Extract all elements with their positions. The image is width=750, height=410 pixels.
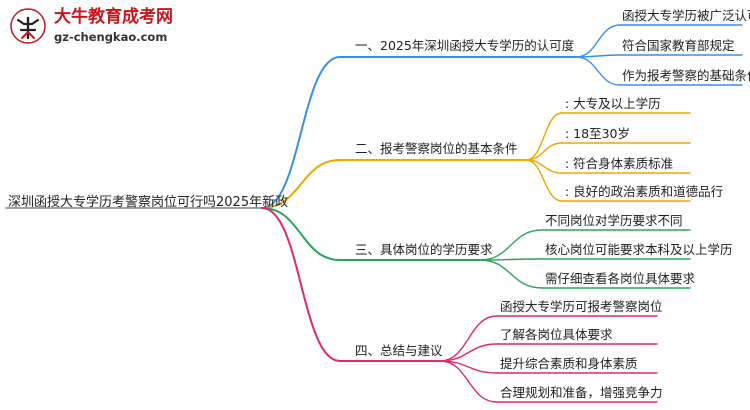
branch-2-item: : 18至30岁 (565, 126, 630, 141)
branch-2-connector (261, 159, 341, 209)
branch-2-child-connector (525, 112, 563, 161)
branch-3-label: 三、具体岗位的学历要求 (355, 242, 493, 257)
branch-4-item: 函授大专学历可报考警察岗位 (500, 299, 663, 314)
branch-3-item: 核心岗位可能要求本科及以上学历 (545, 242, 733, 257)
branch-2-item: : 大专及以上学历 (565, 96, 661, 111)
branch-4-label: 四、总结与建议 (355, 343, 443, 358)
site-logo[interactable]: 大牛教育成考网 gz-chengkao.com (6, 4, 186, 50)
branch-4-item: 提升综合素质和身体素质 (500, 356, 638, 371)
branch-3-child-connector (479, 259, 543, 289)
branch-3-child-connector (479, 229, 543, 261)
branch-2-child-connector (525, 142, 563, 161)
logo-site-url: gz-chengkao.com (54, 30, 168, 44)
branch-2-child-connector (525, 159, 563, 202)
branch-1-item: 作为报考警察的基础条件 (622, 68, 750, 83)
branch-4-connector (261, 207, 341, 362)
branch-1-connector (261, 56, 341, 209)
branch-4-child-connector (439, 343, 498, 362)
logo-site-name: 大牛教育成考网 (54, 7, 173, 27)
branch-1-child-connector (575, 24, 621, 58)
branch-2-item: : 良好的政治素质和道德品行 (565, 184, 724, 199)
bull-logo-icon (10, 8, 46, 44)
branch-4-item: 合理规划和准备，增强竞争力 (500, 385, 663, 400)
branch-1-label: 一、2025年深圳函授大专学历的认可度 (355, 38, 575, 53)
branch-3-connector (261, 207, 341, 261)
branch-1-child-connector (575, 56, 621, 86)
root-topic: 深圳函授大专学历考警察岗位可行吗2025年新政 (8, 195, 289, 210)
branch-2-item: : 符合身体素质标准 (565, 156, 674, 171)
branch-4-item: 了解各岗位具体要求 (500, 327, 613, 342)
branch-2-label: 二、报考警察岗位的基本条件 (355, 141, 518, 156)
branch-4-child-connector (439, 315, 498, 362)
branch-1-item: 符合国家教育部规定 (622, 38, 735, 53)
branch-3-item: 不同岗位对学历要求不同 (545, 213, 683, 228)
branch-1-item: 函授大专学历被广泛认可 (622, 8, 750, 23)
branch-4-child-connector (439, 360, 498, 403)
branch-3-item: 需仔细查看各岗位具体要求 (545, 271, 696, 286)
